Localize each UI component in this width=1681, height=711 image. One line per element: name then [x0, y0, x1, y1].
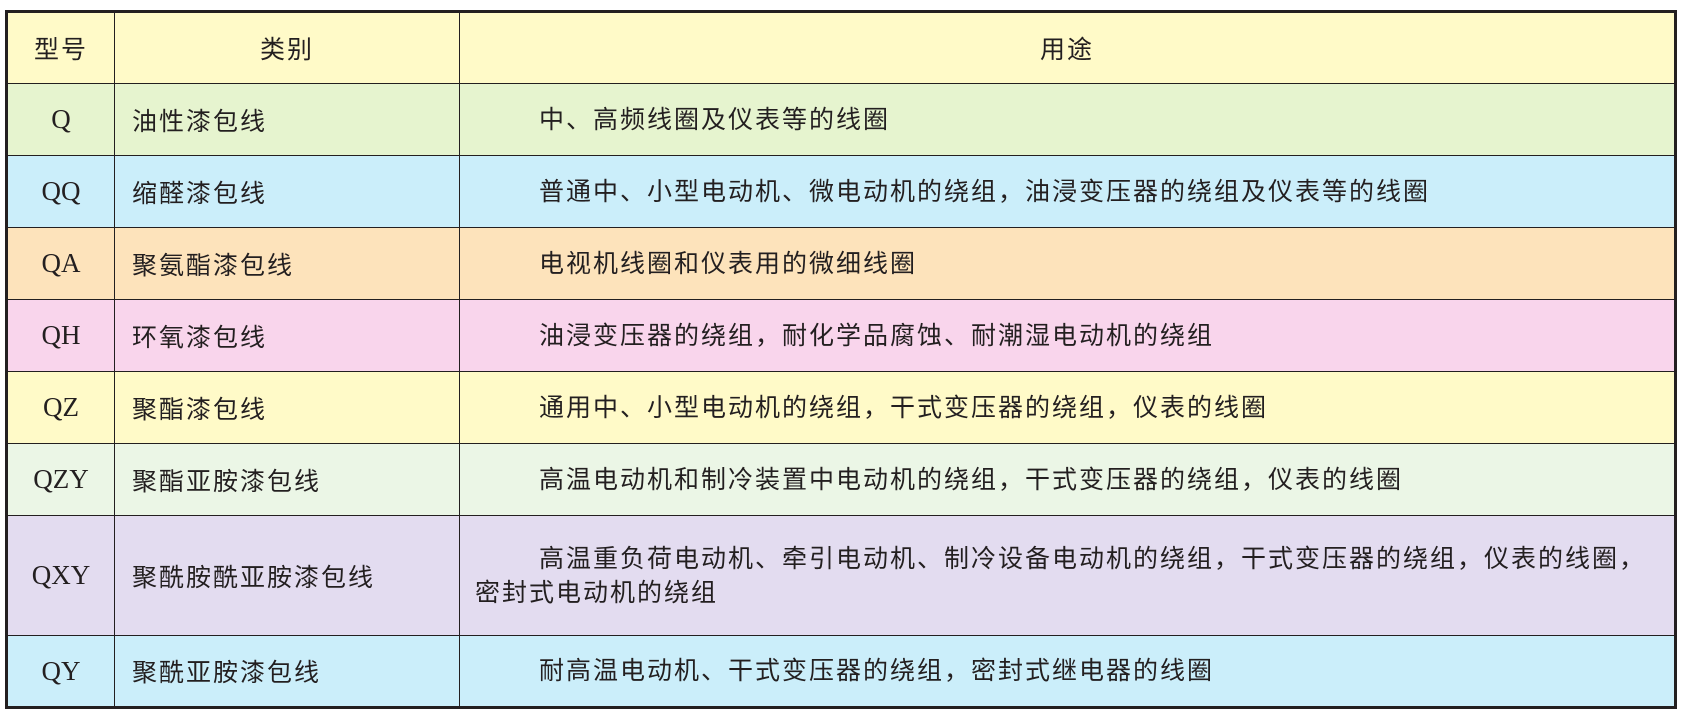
- cell-code: Q: [6, 83, 115, 156]
- cell-code: QH: [6, 299, 115, 372]
- cell-usage: 耐高温电动机、干式变压器的绕组，密封式继电器的线圈: [459, 635, 1676, 708]
- table-row: Q 油性漆包线 中、高频线圈及仪表等的线圈: [6, 83, 1676, 156]
- enameled-wire-table: 型号 类别 用途 Q 油性漆包线 中、高频线圈及仪表等的线圈 QQ 缩醛漆包线 …: [5, 10, 1677, 709]
- table-row: QZ 聚酯漆包线 通用中、小型电动机的绕组，干式变压器的绕组，仪表的线圈: [6, 371, 1676, 444]
- cell-usage: 高温重负荷电动机、牵引电动机、制冷设备电动机的绕组，干式变压器的绕组，仪表的线圈…: [459, 515, 1676, 636]
- cell-code: QY: [6, 635, 115, 708]
- cell-category: 聚氨酯漆包线: [114, 227, 460, 300]
- cell-usage: 中、高频线圈及仪表等的线圈: [459, 83, 1676, 156]
- usage-text: 油浸变压器的绕组，耐化学品腐蚀、耐潮湿电动机的绕组: [539, 320, 1215, 350]
- cell-category: 聚酰胺酰亚胺漆包线: [114, 515, 460, 636]
- usage-text: 普通中、小型电动机、微电动机的绕组，油浸变压器的绕组及仪表等的线圈: [539, 176, 1431, 206]
- cell-category: 缩醛漆包线: [114, 155, 460, 228]
- cell-code: QQ: [6, 155, 115, 228]
- usage-text: 电视机线圈和仪表用的微细线圈: [539, 248, 918, 278]
- usage-text: 高温重负荷电动机、牵引电动机、制冷设备电动机的绕组，干式变压器的绕组，仪表的线圈…: [475, 543, 1647, 607]
- usage-text: 耐高温电动机、干式变压器的绕组，密封式继电器的线圈: [539, 656, 1215, 685]
- cell-usage: 油浸变压器的绕组，耐化学品腐蚀、耐潮湿电动机的绕组: [459, 299, 1676, 372]
- cell-code: QXY: [6, 515, 115, 636]
- table-row: QH 环氧漆包线 油浸变压器的绕组，耐化学品腐蚀、耐潮湿电动机的绕组: [6, 299, 1676, 372]
- table-row: QY 聚酰亚胺漆包线 耐高温电动机、干式变压器的绕组，密封式继电器的线圈: [6, 635, 1676, 708]
- cell-usage: 电视机线圈和仪表用的微细线圈: [459, 227, 1676, 300]
- usage-text: 高温电动机和制冷装置中电动机的绕组，干式变压器的绕组，仪表的线圈: [539, 464, 1404, 494]
- cell-category: 油性漆包线: [114, 83, 460, 156]
- usage-text: 通用中、小型电动机的绕组，干式变压器的绕组，仪表的线圈: [539, 392, 1269, 422]
- cell-usage: 通用中、小型电动机的绕组，干式变压器的绕组，仪表的线圈: [459, 371, 1676, 444]
- cell-category: 聚酰亚胺漆包线: [114, 635, 460, 708]
- usage-text: 中、高频线圈及仪表等的线圈: [539, 104, 891, 134]
- header-usage: 用途: [459, 11, 1676, 84]
- cell-category: 聚酯漆包线: [114, 371, 460, 444]
- table-row: QQ 缩醛漆包线 普通中、小型电动机、微电动机的绕组，油浸变压器的绕组及仪表等的…: [6, 155, 1676, 228]
- cell-category: 环氧漆包线: [114, 299, 460, 372]
- cell-category: 聚酯亚胺漆包线: [114, 443, 460, 516]
- table-row: QA 聚氨酯漆包线 电视机线圈和仪表用的微细线圈: [6, 227, 1676, 300]
- header-code: 型号: [6, 11, 115, 84]
- table-row: QZY 聚酯亚胺漆包线 高温电动机和制冷装置中电动机的绕组，干式变压器的绕组，仪…: [6, 443, 1676, 516]
- cell-usage: 高温电动机和制冷装置中电动机的绕组，干式变压器的绕组，仪表的线圈: [459, 443, 1676, 516]
- enameled-wire-table-container: 型号 类别 用途 Q 油性漆包线 中、高频线圈及仪表等的线圈 QQ 缩醛漆包线 …: [5, 10, 1677, 709]
- cell-usage: 普通中、小型电动机、微电动机的绕组，油浸变压器的绕组及仪表等的线圈: [459, 155, 1676, 228]
- table-header-row: 型号 类别 用途: [6, 11, 1676, 84]
- header-category: 类别: [114, 11, 460, 84]
- table-row: QXY 聚酰胺酰亚胺漆包线 高温重负荷电动机、牵引电动机、制冷设备电动机的绕组，…: [6, 515, 1676, 636]
- cell-code: QA: [6, 227, 115, 300]
- cell-code: QZY: [6, 443, 115, 516]
- cell-code: QZ: [6, 371, 115, 444]
